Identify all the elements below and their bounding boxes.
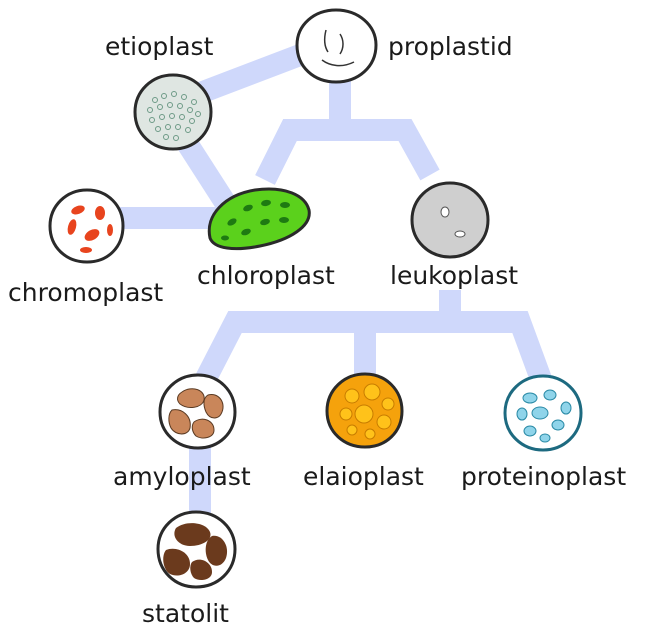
connector-etioplast-chloroplast — [175, 134, 240, 216]
label-etioplast: etioplast — [105, 32, 214, 61]
label-proteinoplast: proteinoplast — [461, 462, 626, 491]
chromoplast-icon — [48, 188, 125, 264]
connector-proplastid-branch — [255, 80, 440, 185]
proteinoplast-icon — [503, 374, 583, 452]
label-elaioplast: elaioplast — [303, 462, 424, 491]
connector-leukoplast-branch — [190, 290, 556, 396]
leukoplast-icon — [410, 181, 490, 259]
label-leukoplast: leukoplast — [390, 261, 518, 290]
proplastid-icon — [295, 8, 378, 84]
label-statolit: statolit — [142, 599, 229, 628]
amyloplast-icon — [158, 373, 237, 450]
label-amyloplast: amyloplast — [113, 462, 251, 491]
label-chromoplast: chromoplast — [8, 278, 163, 307]
statolit-icon — [156, 510, 237, 589]
elaioplast-icon — [325, 372, 404, 449]
connectors — [110, 44, 556, 520]
connector-proplastid-etioplast — [191, 44, 304, 106]
label-chloroplast: chloroplast — [197, 261, 335, 290]
etioplast-icon — [133, 73, 213, 151]
chloroplast-icon — [207, 187, 311, 251]
label-proplastid: proplastid — [388, 32, 513, 61]
